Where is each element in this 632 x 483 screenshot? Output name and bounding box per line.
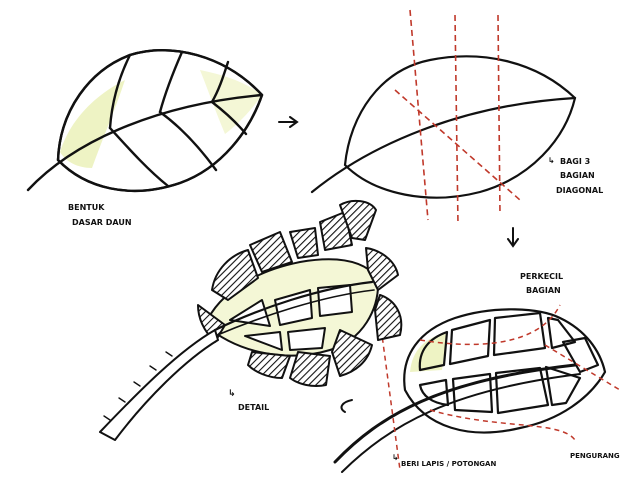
step1-basic-leaf	[28, 50, 262, 191]
arrow-right-icon	[279, 117, 297, 127]
step5-label: ↳ DETAIL	[228, 389, 269, 412]
step5-label-arrow: ↳	[228, 389, 236, 399]
step2-label-line1: BAGI 3	[560, 157, 590, 166]
step1-label-line1: BENTUK	[68, 203, 105, 212]
step3-label: PERKECIL BAGIAN	[520, 272, 563, 295]
step4-label-text: BERI LAPIS / POTONGAN	[401, 460, 496, 468]
step4-label: ↳ BERI LAPIS / POTONGAN PENGURANG	[392, 452, 620, 468]
arrow-left-icon	[341, 400, 352, 412]
step4b-label-text: PENGURANG	[570, 452, 620, 460]
step3-label-line1: PERKECIL	[520, 272, 563, 281]
step4-label-arrow: ↳	[392, 453, 399, 462]
step1-label: BENTUK DASAR DAUN	[68, 203, 132, 227]
arrow-down-icon	[508, 228, 518, 246]
step3-label-line2: BAGIAN	[526, 286, 561, 295]
step2-label: ↳ BAGI 3 BAGIAN DIAGONAL	[548, 156, 603, 195]
step2-label-arrow: ↳	[548, 156, 555, 165]
step1-label-line2: DASAR DAUN	[72, 218, 132, 227]
step3-segmented-leaf	[335, 309, 605, 472]
step2-label-line2: BAGIAN	[560, 171, 595, 180]
step5-label-text: DETAIL	[238, 403, 269, 412]
step2-label-line3: DIAGONAL	[556, 186, 603, 195]
step2-divided-leaf	[312, 56, 575, 197]
